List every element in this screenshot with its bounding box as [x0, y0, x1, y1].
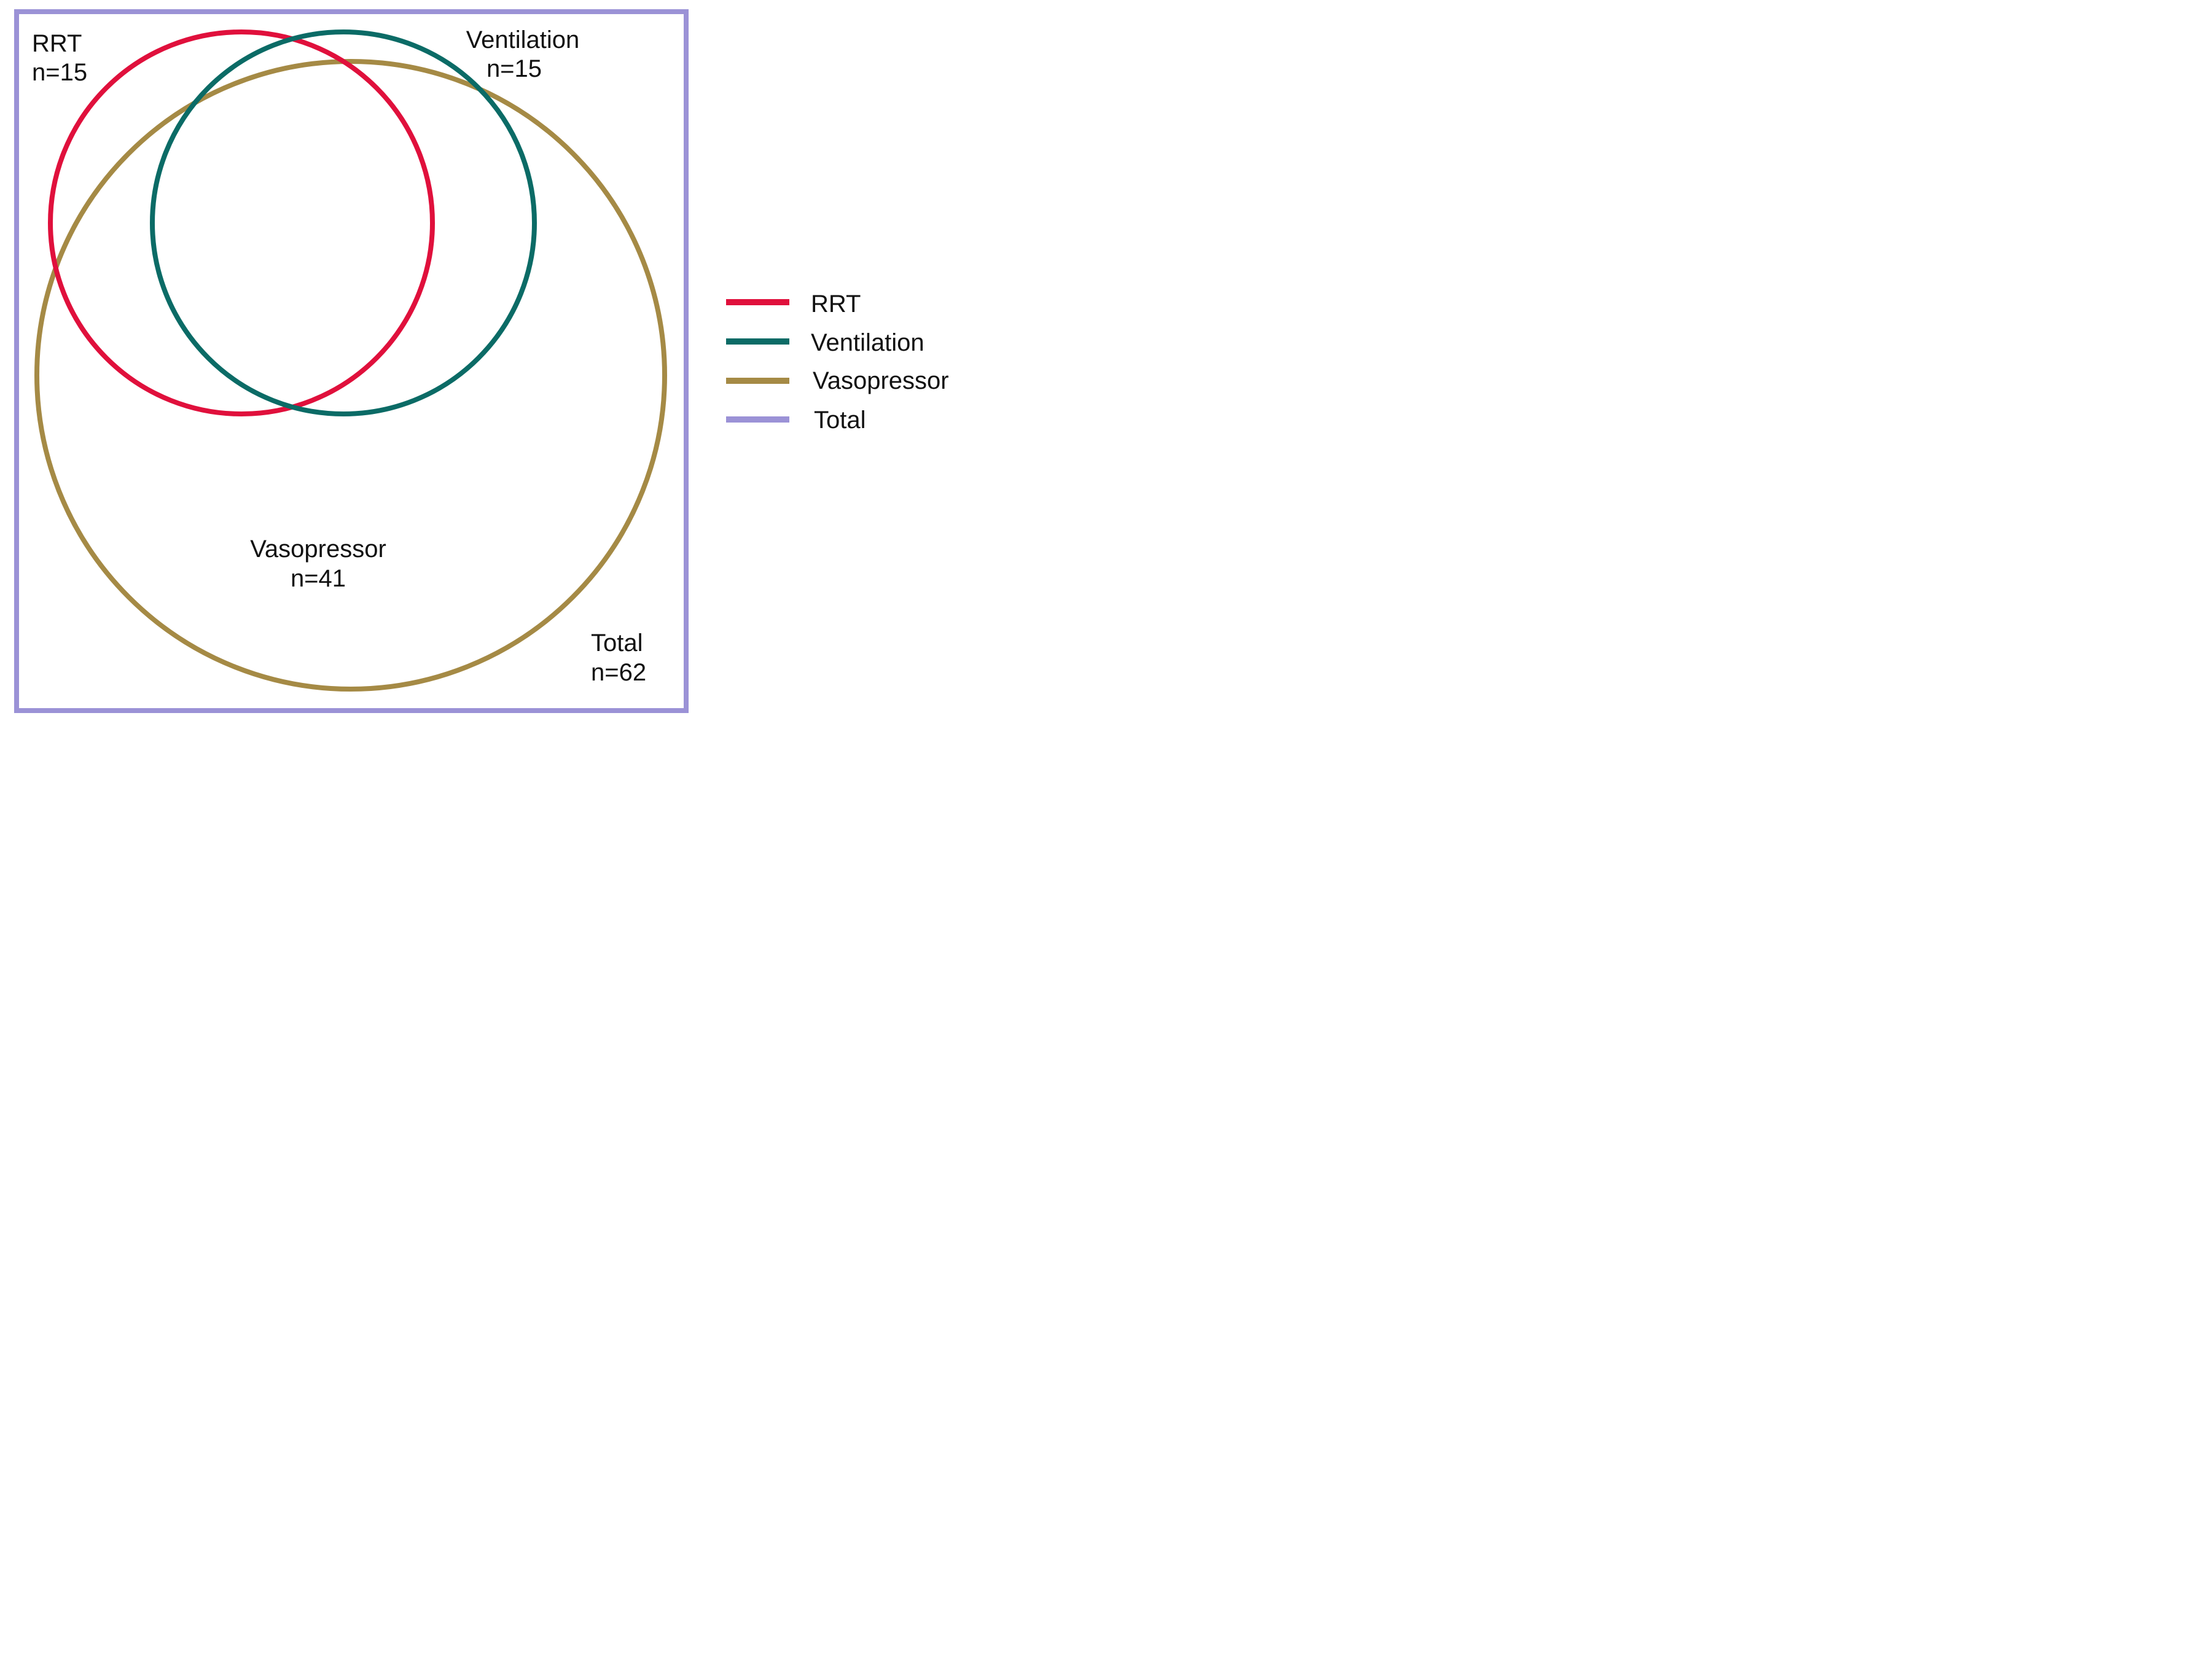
legend-item-rrt: RRT [726, 290, 861, 318]
venn-diagram: RRT n=15 Ventilation n=15 Vasopressor n=… [14, 9, 949, 713]
legend-item-ventilation: Ventilation [726, 329, 924, 356]
vasopressor-circle [34, 59, 667, 692]
rrt-label: RRT [32, 30, 82, 57]
legend-label-vasopressor: Vasopressor [813, 367, 949, 394]
rrt-circle [48, 29, 435, 416]
ventilation-count: n=15 [487, 55, 542, 82]
legend-item-vasopressor: Vasopressor [726, 367, 949, 394]
legend-label-ventilation: Ventilation [811, 329, 924, 356]
vasopressor-count: n=41 [291, 565, 346, 592]
legend-label-rrt: RRT [811, 290, 861, 318]
legend: RRT Ventilation Vasopressor Total [726, 290, 949, 434]
legend-label-total: Total [814, 407, 866, 434]
vasopressor-label: Vasopressor [250, 536, 386, 563]
total-boundary [14, 9, 689, 713]
total-count: n=62 [591, 659, 646, 686]
ventilation-label: Ventilation [466, 26, 580, 53]
total-label: Total [591, 630, 643, 657]
legend-item-total: Total [726, 407, 866, 434]
ventilation-circle [150, 29, 537, 416]
rrt-count: n=15 [32, 59, 87, 86]
venn-figure: RRT n=15 Ventilation n=15 Vasopressor n=… [0, 0, 962, 724]
